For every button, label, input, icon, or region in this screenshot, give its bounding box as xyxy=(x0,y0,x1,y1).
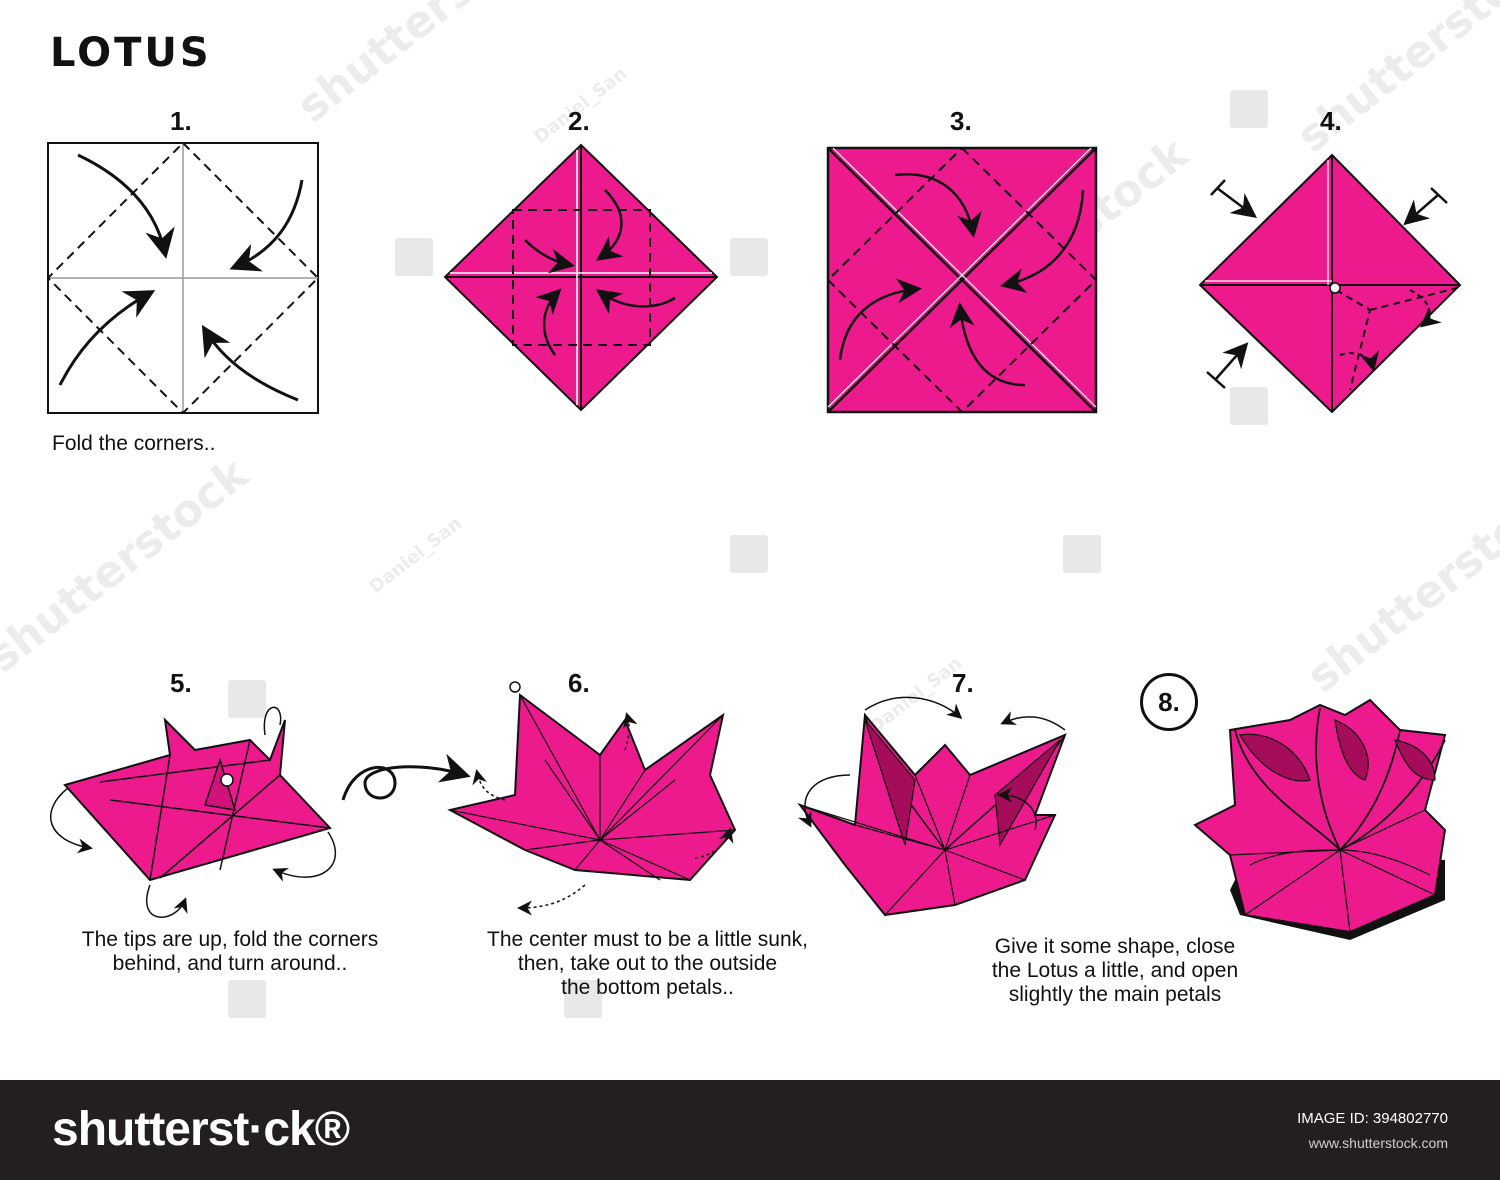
caption-line: Fold the corners.. xyxy=(52,432,216,455)
logo-watermark-icon xyxy=(395,238,433,276)
step-number-3: 3. xyxy=(950,106,972,136)
caption-line: The tips are up, fold the corners xyxy=(81,928,379,951)
step-1-diagram xyxy=(46,141,320,415)
brand-watermark: shutterstock xyxy=(1287,0,1500,163)
logo-watermark-icon xyxy=(228,980,266,1018)
step-number-6: 6. xyxy=(568,668,590,698)
step-5-caption: The tips are up, fold the corners behind… xyxy=(50,928,410,976)
step-6-caption: The center must to be a little sunk, the… xyxy=(455,928,840,1000)
step-number-2: 2. xyxy=(568,106,590,136)
shutterstock-logo: shutterst·ck® xyxy=(52,1103,350,1156)
step-number-7: 7. xyxy=(952,668,974,698)
logo-watermark-icon xyxy=(730,535,768,573)
caption-line: behind, and turn around.. xyxy=(112,952,348,975)
author-watermark: Daniel_San xyxy=(365,512,467,599)
step-7-diagram xyxy=(797,696,1067,917)
step-number-1: 1. xyxy=(170,106,192,136)
caption-line: slightly the main petals xyxy=(1008,983,1222,1006)
turn-around-arrow-icon xyxy=(341,753,471,801)
logo-watermark-icon xyxy=(1230,90,1268,128)
step-7-caption: Give it some shape, close the Lotus a li… xyxy=(950,935,1280,1007)
step-5-diagram xyxy=(50,706,337,918)
caption-line: then, take out to the outside xyxy=(517,952,778,975)
site-url: www.shutterstock.com xyxy=(1308,1135,1448,1151)
step-number-5: 5. xyxy=(170,668,192,698)
step-2-diagram xyxy=(443,143,719,412)
step-4-diagram xyxy=(1198,153,1462,414)
step-1-caption: Fold the corners.. xyxy=(52,432,262,456)
image-id-label: IMAGE ID: 394802770 xyxy=(1297,1110,1448,1127)
brand-watermark: shutterstock xyxy=(287,0,568,133)
caption-line: the Lotus a little, and open xyxy=(991,959,1239,982)
step-number-4: 4. xyxy=(1320,106,1342,136)
brand-watermark: shutterstock xyxy=(1297,468,1500,703)
footer-bar: shutterst·ck® IMAGE ID: 394802770 www.sh… xyxy=(0,1080,1500,1180)
step-number-8: 8. xyxy=(1140,673,1198,731)
step-8-diagram xyxy=(1193,698,1447,940)
diagram-title: LOTUS xyxy=(50,30,212,76)
step-6-diagram xyxy=(447,681,737,916)
logo-watermark-icon xyxy=(1063,535,1101,573)
brand-watermark: shutterstock xyxy=(0,448,258,683)
caption-line: The center must to be a little sunk, xyxy=(487,928,808,951)
logo-watermark-icon xyxy=(730,238,768,276)
caption-line: the bottom petals.. xyxy=(561,976,734,999)
caption-line: Give it some shape, close xyxy=(994,935,1236,958)
step-3-diagram xyxy=(826,146,1098,414)
